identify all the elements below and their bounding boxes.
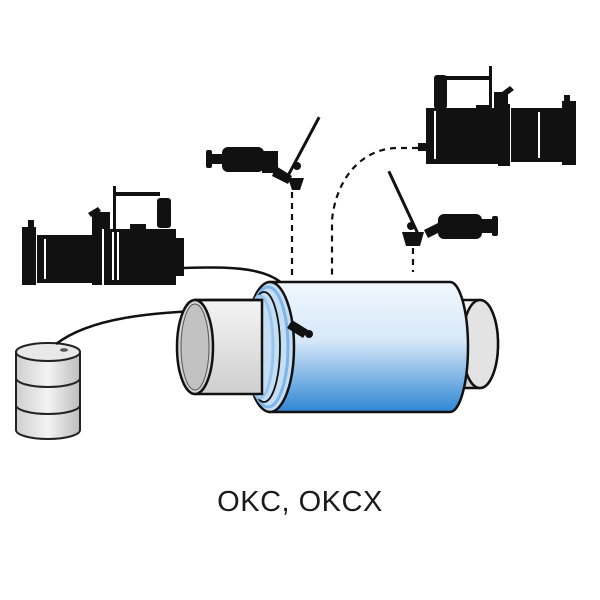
- dashed-hose-right-pump: [330, 146, 418, 278]
- high-pressure-gun-left-icon: [206, 116, 321, 190]
- hydraulic-pump-right-icon: [418, 66, 576, 166]
- caption-label: OKC, OKCX: [217, 486, 383, 518]
- pipe-left-end: [175, 298, 264, 396]
- high-pressure-gun-right-icon: [387, 170, 498, 246]
- oil-fitting-icon: [287, 320, 313, 338]
- pipe-coupling-icon: [244, 280, 470, 414]
- hydraulic-pump-left-icon: [22, 186, 184, 285]
- oil-drum-icon: [15, 342, 81, 440]
